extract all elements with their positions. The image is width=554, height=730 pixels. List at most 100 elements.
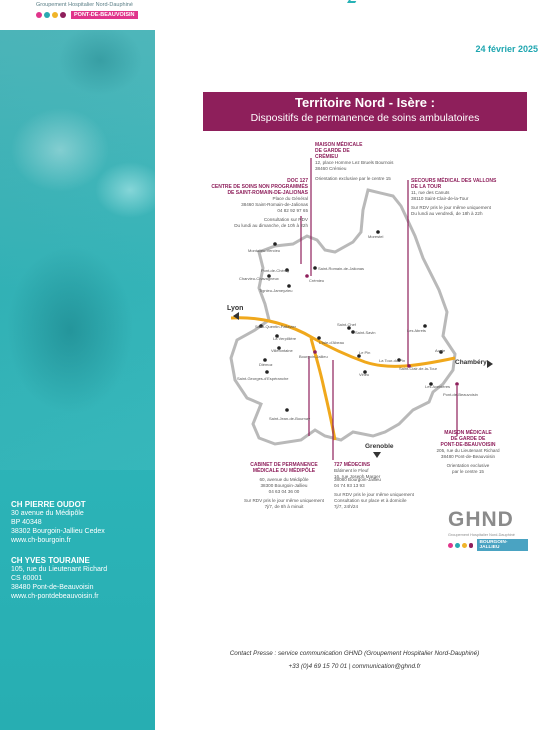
website-link[interactable]: www.ch-bourgoin.fr xyxy=(11,537,71,544)
town-label: Crémieu xyxy=(309,278,324,283)
info-title: DE GARDE DE xyxy=(450,436,486,442)
town-label: Saint-Georges-d'Espéranche xyxy=(237,376,289,381)
info-line: Sur RDV pris le jour même uniquement xyxy=(411,205,491,210)
address-line: 105, rue du Lieutenant Richard xyxy=(11,566,108,573)
info-line: Du lundi au dimanche, de 10h à 22h xyxy=(234,223,308,228)
info-line: 38080 Bourgoin-Jallieu xyxy=(334,477,381,482)
contact-line[interactable]: +33 (0)4 69 15 70 01 | communication@ghn… xyxy=(288,663,421,670)
chambery-label: Chambéry xyxy=(455,359,487,366)
town-dot xyxy=(259,324,263,328)
town-dot xyxy=(305,274,309,278)
info-line: 7j/7, de 8h à minuit xyxy=(264,504,304,509)
address-block-touraine: CH YVES TOURAINE 105, rue du Lieutenant … xyxy=(11,556,107,601)
town-dot xyxy=(285,268,289,272)
address-line: 38480 Pont-de-Beauvoisin xyxy=(11,584,94,591)
info-title: DE LA TOUR xyxy=(411,184,442,190)
decorative-accent xyxy=(347,0,357,3)
info-line: 38460 Saint-Romain-de-Jalionas xyxy=(241,202,308,207)
info-line: Consultation sur RDV xyxy=(263,217,308,222)
town-label: La Verpillière xyxy=(273,336,297,341)
address-line: BP 40348 xyxy=(11,519,42,526)
town-label: Montalieu-Vercieu xyxy=(248,248,280,253)
ghnd-dots-row: BOURGOIN-JALLIEU xyxy=(448,539,529,551)
town-dot xyxy=(357,354,361,358)
town-label: Morestel xyxy=(368,234,383,239)
info-line: Sur RDV pris le jour même uniquement xyxy=(244,498,324,503)
town-label: Saint-Clair-de-la-Tour xyxy=(399,366,438,371)
info-title: MAISON MÉDICALE xyxy=(315,142,363,148)
town-dot xyxy=(287,284,291,288)
info-line: 11, rue des Canuts xyxy=(411,190,450,195)
town-label: Pont-de-Chéruy xyxy=(261,268,289,273)
ghnd-wordmark: GHND xyxy=(448,508,514,531)
ghnd-badge: BOURGOIN-JALLIEU xyxy=(477,539,529,551)
town-label: Virieu xyxy=(359,372,369,377)
town-label: Charvieu-Chavagneux xyxy=(239,276,279,281)
info-title: MAISON MÉDICALE xyxy=(444,430,492,436)
info-line: par le centre 15 xyxy=(452,469,484,474)
info-cabinet-details: 60, avenue du Médipôle 38300 Bourgoin-Ja… xyxy=(243,477,325,510)
lyon-arrow-icon xyxy=(233,312,239,320)
town-label: Le Pin xyxy=(359,350,370,355)
territory-map: Lyon Chambéry Grenoble Morestel Montalie… xyxy=(203,140,527,490)
town-label: Tignieu-Jameyzieu xyxy=(259,288,292,293)
ghnd-logo: GHND Groupement Hospitalier Nord-Dauphin… xyxy=(448,508,529,551)
publication-date: 24 février 2025 xyxy=(475,44,538,54)
info-line: 205, rue du Lieutenant Richard xyxy=(436,448,500,453)
territory-outline xyxy=(229,188,457,446)
town-dot xyxy=(277,346,281,350)
info-line: Du lundi au vendredi, de 18h à 22h xyxy=(411,211,483,216)
logo-subtitle: Groupement Hospitalier Nord-Dauphiné xyxy=(36,2,133,8)
website-link[interactable]: www.ch-pontdebeauvoisin.fr xyxy=(11,593,99,600)
info-doc127: DOC 127 CENTRE DE SOINS NON PROGRAMMÉS D… xyxy=(203,178,308,229)
contact-footer: Contact Presse : service communication G… xyxy=(155,647,554,673)
town-markers: Morestel Montalieu-Vercieu Pont-de-Chéru… xyxy=(237,230,478,421)
info-medecins: 727 MÉDECINS Bâtiment le Fleuf 16, rue J… xyxy=(334,462,426,480)
town-dot xyxy=(267,274,271,278)
page-subtitle: Dispositifs de permanence de soins ambul… xyxy=(250,112,480,124)
info-line: 7j/7, 24h/24 xyxy=(334,504,359,509)
page-title: Territoire Nord - Isère : xyxy=(295,95,435,110)
address-block-oudot: CH PIERRE OUDOT 30 avenue du Médipôle BP… xyxy=(11,500,105,545)
town-dot xyxy=(347,326,351,330)
town-dot xyxy=(376,230,380,234)
town-label: Saint-Chef xyxy=(337,322,357,327)
info-line: 04 82 92 97 65 xyxy=(277,208,308,213)
logo-dot xyxy=(60,12,66,18)
town-dot xyxy=(285,408,289,412)
town-label: Aoste xyxy=(435,348,446,353)
info-vallons: SECOURS MÉDICAL DES VALLONS DE LA TOUR 1… xyxy=(411,178,523,217)
info-line: 12, place Homme Lez Bruels Bournois xyxy=(315,160,394,165)
info-maison-cremieu: MAISON MÉDICALE DE GARDE DE CRÉMIEU 12, … xyxy=(315,142,405,182)
title-banner: Territoire Nord - Isère : Dispositifs de… xyxy=(203,92,527,131)
grenoble-arrow-icon xyxy=(373,452,381,458)
grenoble-label: Grenoble xyxy=(365,443,394,450)
info-medecins-details: 38080 Bourgoin-Jallieu 04 74 93 13 93 Su… xyxy=(334,477,430,510)
town-dot xyxy=(313,350,317,354)
chambery-arrow-icon xyxy=(487,360,493,368)
info-line: Orientation exclusive xyxy=(446,463,490,468)
address-line: 30 avenue du Médipôle xyxy=(11,510,84,517)
info-cabinet: CABINET DE PERMANENCE MÉDICALE DU MÉDIPÔ… xyxy=(243,462,325,474)
town-label: Saint-Jean-de-Bournay xyxy=(269,416,310,421)
info-line: Consultation sur place et à domicile xyxy=(334,498,407,503)
town-label: Diémoz xyxy=(259,362,273,367)
info-title: PONT-DE-BEAUVOISIN xyxy=(440,442,496,448)
info-line: Place du Général xyxy=(272,196,309,201)
logo-badge: PONT-DE-BEAUVOISIN xyxy=(71,11,138,19)
info-line: 60, avenue du Médipôle xyxy=(259,477,309,482)
sidebar-panel: Groupement Hospitalier Nord-Dauphiné PON… xyxy=(0,0,155,730)
town-dot xyxy=(429,382,433,386)
town-label: Pont-de-Beauvoisin xyxy=(443,392,478,397)
surgeon-photo xyxy=(0,0,155,470)
info-line: 04 63 04 36 00 xyxy=(268,489,300,494)
town-dot xyxy=(363,370,367,374)
town-dot xyxy=(407,364,411,368)
town-label: Saint-Quentin-Fallavier xyxy=(255,324,297,329)
town-dot xyxy=(275,334,279,338)
info-line: Orientation exclusive par le centre 15 xyxy=(315,176,391,181)
address-line: CS 60001 xyxy=(11,575,43,582)
info-line: 38480 Pont-de-Beauvoisin xyxy=(440,454,496,459)
town-label: La Tour-du-Pin xyxy=(379,358,405,363)
map-svg: Lyon Chambéry Grenoble Morestel Montalie… xyxy=(227,158,493,460)
